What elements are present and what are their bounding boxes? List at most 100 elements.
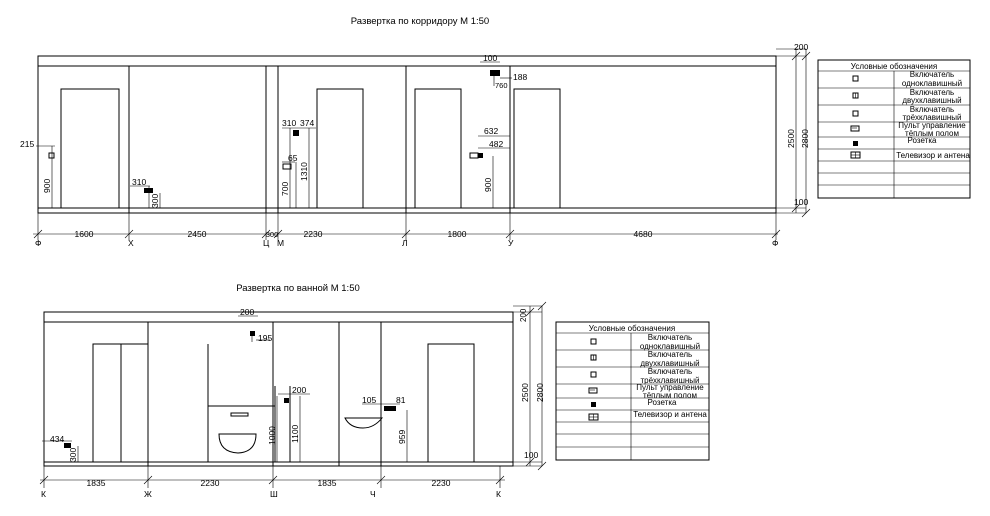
socket-icon: [64, 443, 71, 448]
axis-label: Ч: [370, 489, 376, 499]
dim-374: 374: [300, 118, 314, 128]
dim-482: 482: [489, 139, 503, 149]
corridor-door: [60, 88, 120, 209]
bath-elevation: 434 300 200 195 200 1000 1100 105 81 959…: [39, 301, 547, 499]
axis-label: У: [508, 238, 514, 248]
legend-label: Включатель: [648, 367, 692, 376]
span-300: 300: [266, 230, 279, 239]
bath-title: Развертка по ванной М 1:50: [236, 283, 360, 294]
dim-700: 700: [280, 182, 290, 196]
legend-header: Условные обозначения: [589, 324, 675, 333]
height-200: 200: [519, 308, 528, 322]
legend-label: двухклавишный: [902, 96, 961, 105]
floor-heating-panel-icon: [469, 152, 479, 159]
span-1835: 1835: [87, 478, 106, 488]
legend-label: Розетка: [648, 398, 677, 407]
dim-310b: 310: [282, 118, 296, 128]
socket-icon: [284, 398, 289, 403]
legend-label: трёхклавишный: [640, 376, 699, 385]
dim-900b: 900: [483, 178, 493, 192]
span-4680: 4680: [634, 229, 653, 239]
dim-81: 81: [396, 395, 406, 405]
dim-65: 65: [288, 153, 298, 163]
height-2800: 2800: [800, 129, 810, 148]
dim-105: 105: [362, 395, 376, 405]
legend-label: одноклавишный: [902, 79, 962, 88]
axis-label: Ц: [263, 238, 270, 248]
dim-200b: 200: [292, 385, 306, 395]
height-2800: 2800: [535, 383, 545, 402]
triple-switch-icon: [590, 371, 597, 378]
socket-icon: [250, 331, 255, 336]
bath-wall-outline: [43, 311, 514, 467]
legend-label: Телевизор и антена: [896, 151, 970, 160]
legend-label: Включатель: [910, 105, 954, 114]
height-100: 100: [524, 450, 538, 460]
socket-icon: [478, 153, 483, 158]
legend-label: Включатель: [648, 333, 692, 342]
dim-200: 200: [240, 307, 254, 317]
span-2450: 2450: [188, 229, 207, 239]
floor-heating-panel-icon: [282, 163, 292, 170]
socket-icon: [384, 406, 396, 411]
axis-label: М: [277, 238, 284, 248]
axis-label: Ш: [270, 489, 278, 499]
axis-label: Ф: [35, 238, 41, 248]
legend-label: двухклавишный: [640, 359, 699, 368]
legend-label: тёплым полом: [643, 391, 697, 400]
toilet-bowl: [218, 433, 257, 454]
axis-label: К: [496, 489, 501, 499]
legend-label: Включатель: [648, 350, 692, 359]
socket-icon: [591, 402, 596, 407]
span-2230: 2230: [201, 478, 220, 488]
legend-label: Включатель: [910, 88, 954, 97]
socket-icon: [490, 70, 500, 76]
dim-300: 300: [150, 194, 160, 208]
span-2230b: 2230: [432, 478, 451, 488]
dim-760: 760: [495, 81, 508, 90]
corridor-door: [513, 88, 561, 209]
socket-icon: [293, 130, 299, 136]
span-2230: 2230: [304, 229, 323, 239]
legend-label: тёплым полом: [905, 129, 959, 138]
legend-label: одноклавишный: [640, 342, 700, 351]
legend-table-corridor: Условные обозначения Включатель одноклав…: [817, 59, 971, 199]
legend-header: Условные обозначения: [851, 62, 937, 71]
single-switch-icon: [852, 75, 859, 82]
dim-632: 632: [484, 126, 498, 136]
sink: [344, 417, 384, 429]
floor-heating-panel-icon: [850, 125, 860, 132]
corridor-wall-outline: [37, 55, 777, 214]
legend-label: Пульт управление: [636, 383, 704, 392]
axis-label: Ж: [144, 489, 152, 499]
dim-434: 434: [50, 434, 64, 444]
bath-door: [427, 343, 475, 463]
axis-label: Л: [402, 238, 408, 248]
corridor-door: [316, 88, 364, 209]
dim-188: 188: [513, 72, 527, 82]
dim-215: 215: [20, 139, 34, 149]
corridor-title: Развертка по корридору М 1:50: [351, 16, 489, 27]
dim-959: 959: [397, 430, 407, 444]
legend-label: Розетка: [908, 136, 937, 145]
dim-1310: 1310: [299, 162, 309, 181]
axis-label: К: [41, 489, 46, 499]
span-1835b: 1835: [318, 478, 337, 488]
socket-icon: [144, 188, 153, 193]
axis-label: Х: [128, 238, 134, 248]
single-switch-icon: [590, 338, 597, 345]
height-2500: 2500: [786, 129, 796, 148]
height-200: 200: [794, 42, 808, 52]
height-2500: 2500: [520, 383, 530, 402]
legend-label: Включатель: [910, 70, 954, 79]
legend-label: Пульт управление: [898, 121, 966, 130]
dim-100: 100: [483, 53, 497, 63]
corridor-door: [414, 88, 462, 209]
dim-900: 900: [42, 179, 52, 193]
span-1800: 1800: [448, 229, 467, 239]
single-switch-icon: [48, 152, 55, 159]
dim-310: 310: [132, 177, 146, 187]
floor-heating-panel-icon: [588, 387, 598, 394]
dim-300: 300: [68, 448, 78, 462]
